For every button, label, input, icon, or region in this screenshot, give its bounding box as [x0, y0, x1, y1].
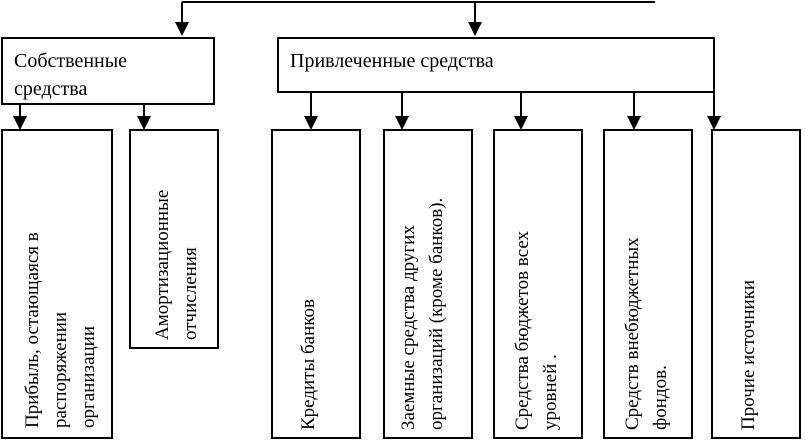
amortization-label-line2: отчисления — [180, 247, 201, 340]
loans-label-line2: организаций (кроме банков). — [426, 198, 447, 430]
budget-node: Средства бюджетов всех уровней . — [493, 129, 583, 439]
bank-credits-node: Кредиты банков — [271, 129, 361, 439]
profit-label-line3: организации — [78, 326, 99, 428]
arrow-to-amortization — [137, 116, 151, 130]
loans-box — [383, 129, 473, 439]
amortization-node: Амортизационные отчисления — [129, 129, 219, 349]
loans-label-line1: Заемные средства других — [398, 225, 419, 430]
offbudget-node: Средств внебюджетных фондов. — [603, 129, 693, 439]
arrow-to-loans — [395, 116, 409, 130]
profit-box — [1, 129, 113, 439]
budget-label-line2: уровней . — [540, 354, 561, 430]
loans-node: Заемные средства других организаций (кро… — [383, 129, 473, 439]
own-funds-box — [1, 37, 215, 105]
budget-label-line1: Средства бюджетов всех — [512, 230, 533, 430]
amortization-box — [129, 129, 219, 349]
arrow-to-own-funds — [175, 22, 189, 36]
borrowed-funds-box — [277, 37, 715, 93]
budget-box — [493, 129, 583, 439]
amortization-label-line1: Амортизационные — [152, 190, 173, 340]
own-funds-label-line2: средства — [14, 78, 87, 100]
own-funds-node: Собственные средства — [1, 37, 215, 105]
bank-credits-box — [271, 129, 361, 439]
arrow-to-offbudget — [627, 116, 641, 130]
arrow-to-borrowed-funds — [468, 22, 482, 36]
arrow-to-other — [707, 116, 721, 130]
offbudget-label-line1: Средств внебюджетных — [622, 237, 643, 430]
other-box — [711, 129, 801, 439]
arrow-to-profit — [13, 116, 27, 130]
connectors — [13, 1, 721, 130]
bank-credits-label: Кредиты банков — [298, 299, 319, 430]
profit-node: Прибыль, остающаяся в распоряжении орган… — [1, 129, 113, 439]
arrow-to-bank-credits — [304, 116, 318, 130]
own-funds-label-line1: Собственные — [14, 50, 127, 72]
profit-label-line2: распоряжении — [50, 312, 71, 428]
other-node: Прочие источники — [711, 129, 801, 439]
borrowed-funds-node: Привлеченные средства — [277, 37, 715, 93]
offbudget-box — [603, 129, 693, 439]
offbudget-label-line2: фондов. — [650, 365, 671, 430]
profit-label-line1: Прибыль, остающаяся в — [22, 232, 43, 428]
arrow-to-budget — [514, 116, 528, 130]
borrowed-funds-label: Привлеченные средства — [290, 50, 494, 72]
other-label: Прочие источники — [738, 280, 759, 430]
